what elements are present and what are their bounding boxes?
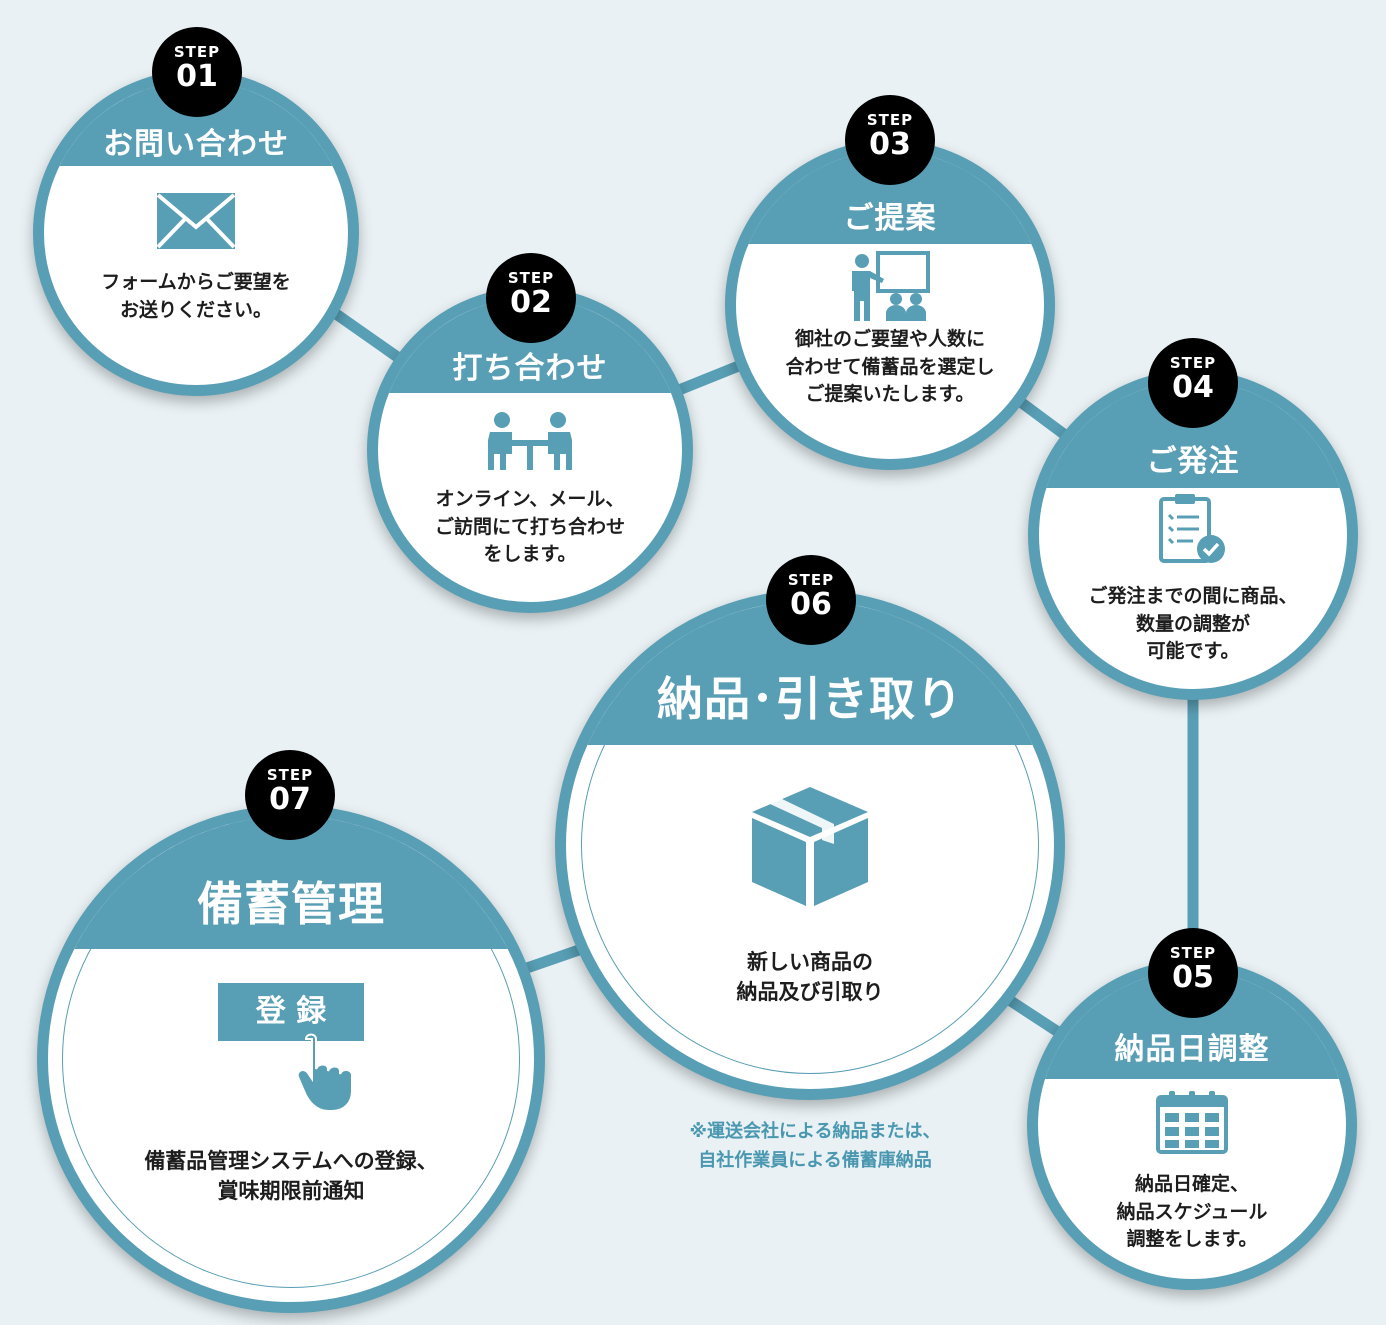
- step-03-circle: ご提案 御社のご要望や人数に 合わせて備蓄品を選定し ご提案いたします。: [725, 140, 1055, 470]
- step-04-description: ご発注までの間に商品、 数量の調整が 可能です。: [1088, 585, 1298, 663]
- step-02-title: 打ち合わせ: [378, 298, 682, 393]
- step-06-number: 06: [790, 587, 832, 622]
- step-02-number: 02: [510, 285, 552, 320]
- step-01-title: お問い合わせ: [44, 81, 348, 166]
- envelope-icon: [155, 191, 237, 255]
- step-07-circle: 備蓄管理 登 録 備蓄品管理システムへの登録、 賞味期限前通知: [37, 805, 545, 1313]
- step-01-number: 01: [176, 59, 218, 94]
- step-badge-label: STEP: [507, 269, 555, 287]
- step-01-description: フォームからご要望を お送りください。: [101, 271, 291, 321]
- register-label: 登 録: [218, 983, 364, 1041]
- step-05-number: 05: [1172, 960, 1214, 995]
- step-02-description: オンライン、メール、 ご訪問にて打ち合わせ をします。: [434, 488, 625, 566]
- step-07-number: 07: [269, 782, 311, 817]
- step-03-description: 御社のご要望や人数に 合わせて備蓄品を選定し ご提案いたします。: [785, 328, 995, 406]
- step-06-circle: 納品･引き取り 新しい商品の 納品及び引取り: [555, 590, 1065, 1100]
- step-badge-label: STEP: [1169, 944, 1217, 962]
- step-03-number: 03: [869, 127, 911, 162]
- step-badge-label: STEP: [173, 43, 221, 61]
- step-badge-label: STEP: [866, 111, 914, 129]
- box-icon: [748, 784, 872, 914]
- pointing-hand-icon: [298, 1033, 353, 1112]
- register-button-icon: 登 録: [218, 983, 364, 1113]
- step-04-number: 04: [1172, 370, 1214, 405]
- step-badge-label: STEP: [266, 766, 314, 784]
- delivery-note: ※運送会社による納品または、 自社作業員による備蓄庫納品: [689, 1121, 941, 1171]
- calendar-icon: [1155, 1089, 1229, 1159]
- step-07-description: 備蓄品管理システムへの登録、 賞味期限前通知: [144, 1149, 438, 1204]
- step-01-circle: お問い合わせ フォームからご要望を お送りください。: [33, 70, 359, 396]
- presentation-icon: [850, 251, 930, 327]
- meeting-icon: [484, 410, 576, 476]
- step-05-description: 納品日確定、 納品スケジュール 調整をします。: [1116, 1173, 1268, 1251]
- clipboard-check-icon: [1157, 491, 1229, 571]
- step-06-description: 新しい商品の 納品及び引取り: [736, 950, 884, 1005]
- step-badge-label: STEP: [787, 571, 835, 589]
- step-badge-label: STEP: [1169, 354, 1217, 372]
